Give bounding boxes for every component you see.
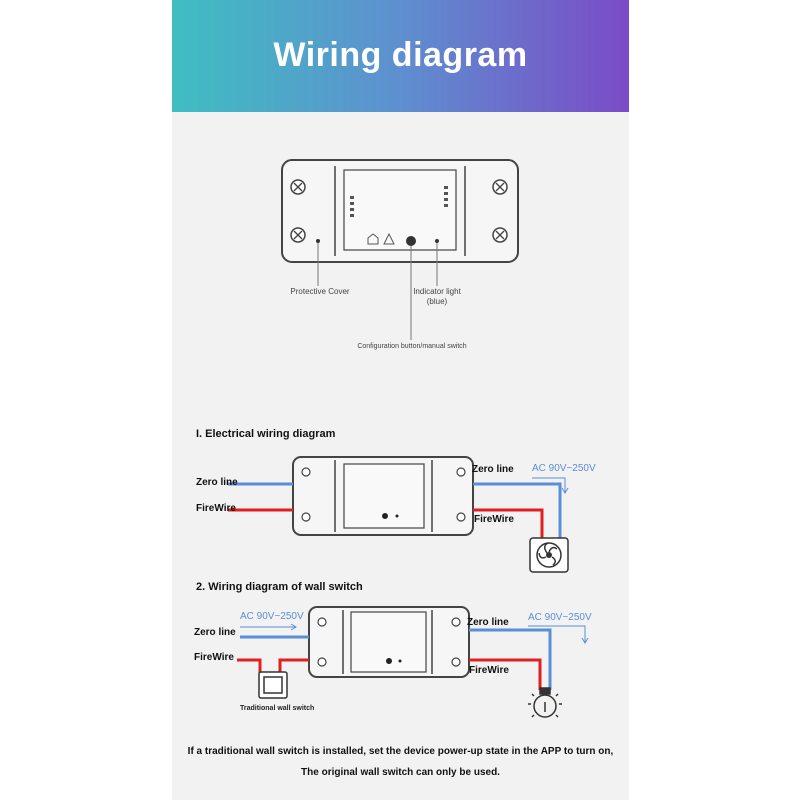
zero-line-label-right: Zero line: [467, 617, 509, 628]
firewire-label-left: FireWire: [194, 652, 234, 663]
wall-switch-icon: [258, 671, 288, 699]
config-button-label: Configuration button/manual switch: [357, 343, 467, 350]
device-top: [281, 159, 519, 263]
ac-arrow-section2-left: [240, 623, 297, 631]
home-icon: [367, 233, 379, 245]
firewire-label-right: FireWire: [469, 665, 509, 676]
config-button-icon: [406, 236, 416, 246]
zero-line-label-left: Zero line: [196, 477, 238, 488]
wire-fire-section1: [228, 508, 544, 546]
zero-line-label-right: Zero line: [472, 464, 514, 475]
fan-icon: [529, 537, 569, 573]
warning-icon: [383, 232, 395, 245]
zero-line-label-left: Zero line: [194, 627, 236, 638]
wire-zero-section2: [240, 628, 552, 690]
ac-voltage-label: AC 90V~250V: [532, 463, 596, 474]
ac-arrow-section1: [532, 477, 569, 494]
note-line-1: If a traditional wall switch is installe…: [187, 746, 614, 757]
screw-cross: [293, 182, 505, 240]
device-section2: [308, 606, 470, 678]
indicator-light-label: Indicator light (blue): [413, 287, 461, 306]
terminal-markings: [350, 186, 448, 217]
section2-title: 2. Wiring diagram of wall switch: [196, 581, 363, 593]
ac-arrow-section2-right: [528, 625, 589, 644]
light-bulb-icon: [528, 687, 562, 718]
wall-switch-label: Traditional wall switch: [240, 705, 315, 712]
ac-voltage-label-right: AC 90V~250V: [528, 612, 592, 623]
firewire-label-left: FireWire: [196, 503, 236, 514]
button-dot: [386, 658, 392, 664]
cover-dot: [316, 239, 320, 243]
section1-title: I. Electrical wiring diagram: [196, 428, 336, 440]
led-dot: [398, 659, 402, 663]
indicator-light-icon: [435, 239, 439, 243]
screw-icon: [317, 617, 461, 667]
page-title: Wiring diagram: [273, 36, 528, 74]
device-section1: [292, 456, 474, 536]
note-line-2: The original wall switch can only be use…: [301, 767, 500, 778]
wire-zero-section1: [228, 482, 562, 546]
callout-lines: [317, 243, 438, 340]
firewire-label-right: FireWire: [474, 514, 514, 525]
screw-icon: [301, 467, 466, 522]
led-dot: [395, 514, 399, 518]
header-banner: Wiring diagram: [172, 0, 629, 112]
ac-voltage-label-left: AC 90V~250V: [240, 611, 304, 622]
protective-cover-label: Protective Cover: [290, 287, 350, 296]
button-dot: [382, 513, 388, 519]
